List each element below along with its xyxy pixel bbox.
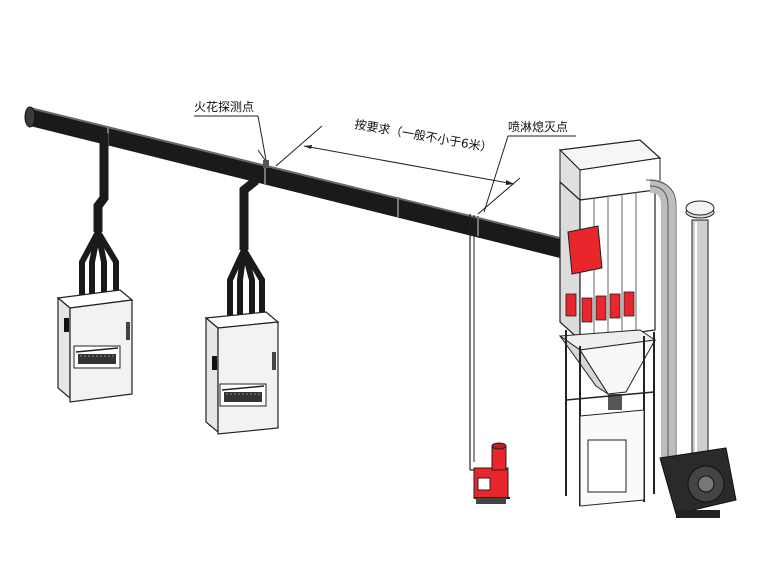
welding-station-2-icon (204, 311, 280, 435)
branch-duct-2 (227, 163, 265, 320)
dust-collector-icon (558, 139, 662, 507)
spray-water-line (469, 214, 480, 471)
branch-duct-1 (79, 129, 119, 300)
label-spark-detection-point: 火花探测点 (194, 99, 254, 114)
spark-detector-icon (257, 149, 269, 168)
label-distance-requirement: 按要求（一般不小于6米） (353, 116, 493, 155)
exhaust-pipe (645, 179, 677, 460)
label-spray-extinguish-point: 喷淋熄灭点 (508, 120, 568, 134)
fire-pump-icon (473, 442, 510, 504)
chimney-stack (685, 200, 715, 499)
welding-station-1-icon (56, 289, 134, 403)
callout-spray-extinguish: 喷淋熄灭点 (483, 120, 576, 213)
fan-icon (659, 447, 737, 518)
callout-spark-detection: 火花探测点 (194, 99, 267, 161)
